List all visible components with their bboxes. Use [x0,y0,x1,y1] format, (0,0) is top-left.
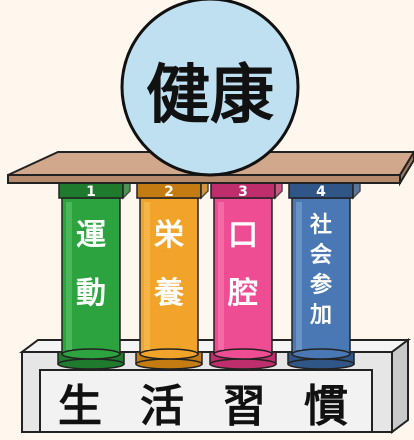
pillar-highlight [66,202,72,350]
base-label-char: 生 [58,381,102,432]
pillar-foot-rim [209,358,277,370]
pillar-label-char: 動 [76,276,106,311]
pillar-foot-rim [287,358,355,370]
pillar-label-char: 加 [309,303,332,328]
pillar-label-char: 社 [310,212,332,238]
pillar-1: 1 運動 [57,174,131,370]
health-ball: 健康 [120,0,300,177]
pillar-body-base [213,348,273,360]
pillar-number: 4 [316,184,326,200]
pillar-highlight [218,202,224,350]
pillar-body-base [291,348,351,360]
pillar-3: 3 口腔 [209,174,283,370]
pillar-number: 2 [164,184,174,200]
pillar-2: 2 栄養 [135,174,209,370]
pillar-highlight [144,202,150,350]
base-label-char: 慣 [304,381,348,432]
base-label: 生活習慣 [58,381,348,432]
pillar-label-char: 参 [310,272,332,298]
pillar-foot-rim [135,358,203,370]
pillar-label-char: 腔 [227,276,258,311]
ball-title: 健康 [146,59,274,133]
pillar-body-base [61,348,121,360]
base-label-char: 活 [140,381,184,432]
pillar-label-char: 口 [228,218,258,253]
base-label-char: 習 [222,381,266,432]
pillar-label-char: 栄 [154,218,184,253]
pillar-label-char: 運 [76,218,106,253]
pillar-number: 3 [238,184,248,200]
pillar-label-char: 養 [153,276,184,311]
pillar-highlight [296,202,302,350]
pillar-label-char: 会 [310,242,332,268]
pillar-number: 1 [86,184,96,200]
pillar-body-base [139,348,199,360]
pillar-foot-rim [57,358,125,370]
